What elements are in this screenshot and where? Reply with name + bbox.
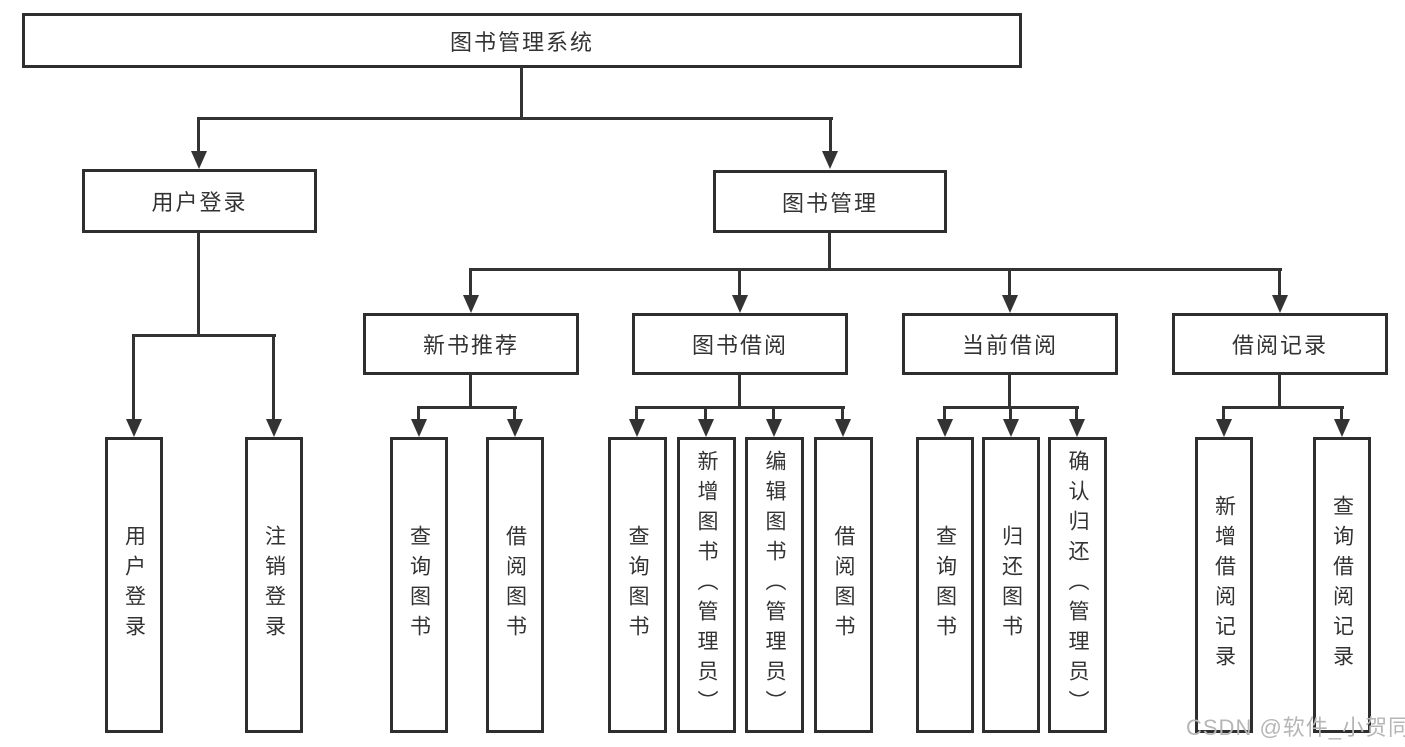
leaf-borrowing-query-books: 查询图书 xyxy=(608,437,667,733)
arrow-down-icon xyxy=(1216,419,1232,437)
csdn-watermark: CSDN @软件_小贺同学 xyxy=(1186,715,1405,740)
node-current-borrowing-label: 当前借阅 xyxy=(961,333,1058,358)
connector-line xyxy=(469,268,1282,271)
connector-line xyxy=(1008,270,1011,298)
node-book-borrowing: 图书借阅 xyxy=(632,313,848,375)
connector-line xyxy=(943,406,1079,409)
connector-line xyxy=(1278,270,1281,298)
leaf-user-login: 用户登录 xyxy=(105,437,163,733)
leaf-logout-label: 注销登录 xyxy=(262,525,286,645)
leaf-borrowing-query-books-label: 查询图书 xyxy=(626,525,650,645)
arrow-down-icon xyxy=(1003,419,1019,437)
arrow-down-icon xyxy=(629,419,645,437)
arrow-down-icon xyxy=(1069,419,1085,437)
connector-line xyxy=(1340,408,1343,421)
connector-line xyxy=(272,336,275,420)
arrow-down-icon xyxy=(822,151,838,169)
leaf-records-query-record: 查询借阅记录 xyxy=(1313,437,1371,733)
leaf-current-query-books-label: 查询图书 xyxy=(933,525,957,645)
connector-line xyxy=(197,119,200,153)
leaf-borrowing-add-books-admin: 新增图书（管理员） xyxy=(677,437,736,733)
leaf-records-query-record-label: 查询借阅记录 xyxy=(1330,495,1354,675)
node-current-borrowing: 当前借阅 xyxy=(902,313,1118,375)
connector-line xyxy=(943,408,946,421)
connector-line xyxy=(469,270,472,298)
connector-line xyxy=(417,406,517,409)
connector-line xyxy=(1009,408,1012,421)
arrow-down-icon xyxy=(1002,295,1018,313)
leaf-current-query-books: 查询图书 xyxy=(916,437,974,733)
leaf-records-add-record-label: 新增借阅记录 xyxy=(1212,495,1236,675)
leaf-borrowing-edit-books-admin: 编辑图书（管理员） xyxy=(745,437,804,733)
connector-line xyxy=(829,119,832,153)
connector-line xyxy=(772,408,775,421)
connector-line xyxy=(469,374,472,408)
connector-line xyxy=(738,270,741,298)
connector-line xyxy=(828,232,831,270)
arrow-down-icon xyxy=(698,419,714,437)
leaf-borrowing-borrow-books: 借阅图书 xyxy=(814,437,873,733)
arrow-down-icon xyxy=(732,295,748,313)
connector-line xyxy=(635,406,845,409)
leaf-records-add-record: 新增借阅记录 xyxy=(1195,437,1253,733)
arrow-down-icon xyxy=(266,419,282,437)
leaf-borrowing-edit-books-admin-label: 编辑图书（管理员） xyxy=(763,450,787,720)
leaf-current-return-books: 归还图书 xyxy=(982,437,1040,733)
node-borrowing-records: 借阅记录 xyxy=(1172,313,1388,375)
leaf-current-return-books-label: 归还图书 xyxy=(999,525,1023,645)
node-book-management: 图书管理 xyxy=(713,170,947,233)
node-user-login-label: 用户登录 xyxy=(151,190,248,215)
arrow-down-icon xyxy=(191,151,207,169)
connector-line xyxy=(704,408,707,421)
leaf-recommend-query-books: 查询图书 xyxy=(390,437,448,733)
node-book-management-label: 图书管理 xyxy=(781,190,878,216)
leaf-borrowing-add-books-admin-label: 新增图书（管理员） xyxy=(695,450,719,720)
connector-line xyxy=(1222,406,1344,409)
connector-line xyxy=(738,374,741,408)
leaf-recommend-borrow-books: 借阅图书 xyxy=(486,437,544,733)
arrow-down-icon xyxy=(835,419,851,437)
leaf-current-confirm-return-admin: 确认归还（管理员） xyxy=(1048,437,1107,733)
node-library-system: 图书管理系统 xyxy=(22,13,1022,68)
connector-line xyxy=(132,334,276,337)
arrow-down-icon xyxy=(507,419,523,437)
node-book-borrowing-label: 图书借阅 xyxy=(691,333,788,358)
node-borrowing-records-label: 借阅记录 xyxy=(1231,333,1328,358)
node-library-system-label: 图书管理系统 xyxy=(449,29,594,55)
leaf-logout: 注销登录 xyxy=(245,437,303,733)
connector-line xyxy=(635,408,638,421)
node-new-book-recommend-label: 新书推荐 xyxy=(422,333,519,358)
connector-line xyxy=(417,408,420,421)
connector-line xyxy=(841,408,844,421)
leaf-borrowing-borrow-books-label: 借阅图书 xyxy=(832,525,856,645)
arrow-down-icon xyxy=(1272,295,1288,313)
node-new-book-recommend: 新书推荐 xyxy=(363,313,579,375)
arrow-down-icon xyxy=(463,295,479,313)
arrow-down-icon xyxy=(411,419,427,437)
connector-line xyxy=(1222,408,1225,421)
leaf-recommend-query-books-label: 查询图书 xyxy=(407,525,431,645)
connector-line xyxy=(197,117,833,120)
connector-line xyxy=(132,336,135,420)
arrow-down-icon xyxy=(126,419,142,437)
arrow-down-icon xyxy=(1334,419,1350,437)
connector-line xyxy=(513,408,516,421)
leaf-current-confirm-return-admin-label: 确认归还（管理员） xyxy=(1066,450,1090,720)
arrow-down-icon xyxy=(937,419,953,437)
connector-line xyxy=(1278,374,1281,408)
connector-line xyxy=(520,66,523,120)
connector-line xyxy=(1075,408,1078,421)
node-user-login: 用户登录 xyxy=(82,169,317,233)
connector-line xyxy=(197,232,200,336)
connector-line xyxy=(1008,374,1011,408)
arrow-down-icon xyxy=(766,419,782,437)
leaf-recommend-borrow-books-label: 借阅图书 xyxy=(503,525,527,645)
leaf-user-login-label: 用户登录 xyxy=(122,525,146,645)
